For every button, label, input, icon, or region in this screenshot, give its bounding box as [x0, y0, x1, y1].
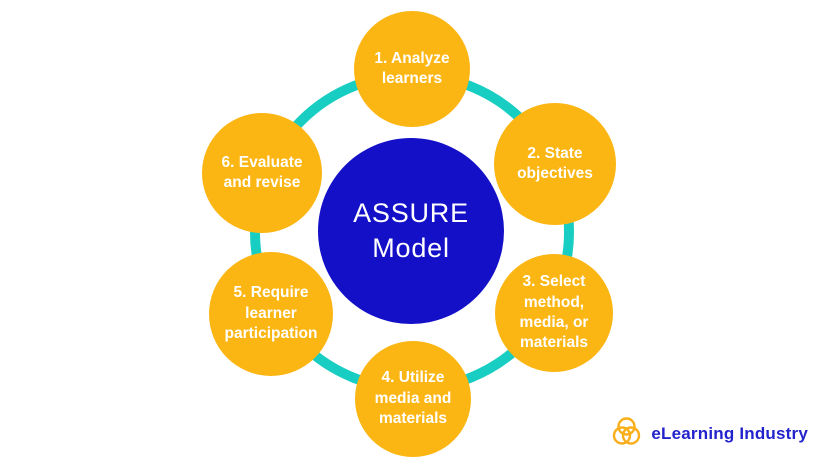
step-circle-require-learner-participation: 5. Require learner participation: [209, 252, 333, 376]
step-circle-state-objectives: 2. State objectives: [494, 103, 616, 225]
brand-logo: eLearning Industry: [610, 416, 808, 452]
step-circle-select-method-media-materials: 3. Select method, media, or materials: [495, 254, 613, 372]
step-circle-utilize-media-materials: 4. Utilize media and materials: [355, 341, 471, 457]
step-circle-analyze-learners: 1. Analyze learners: [354, 11, 470, 127]
trefoil-rings-icon: [613, 417, 641, 445]
center-circle-assure-model: ASSURE Model: [318, 138, 504, 324]
logo-text: eLearning Industry: [651, 424, 808, 443]
step-circle-evaluate-and-revise: 6. Evaluate and revise: [202, 113, 322, 233]
